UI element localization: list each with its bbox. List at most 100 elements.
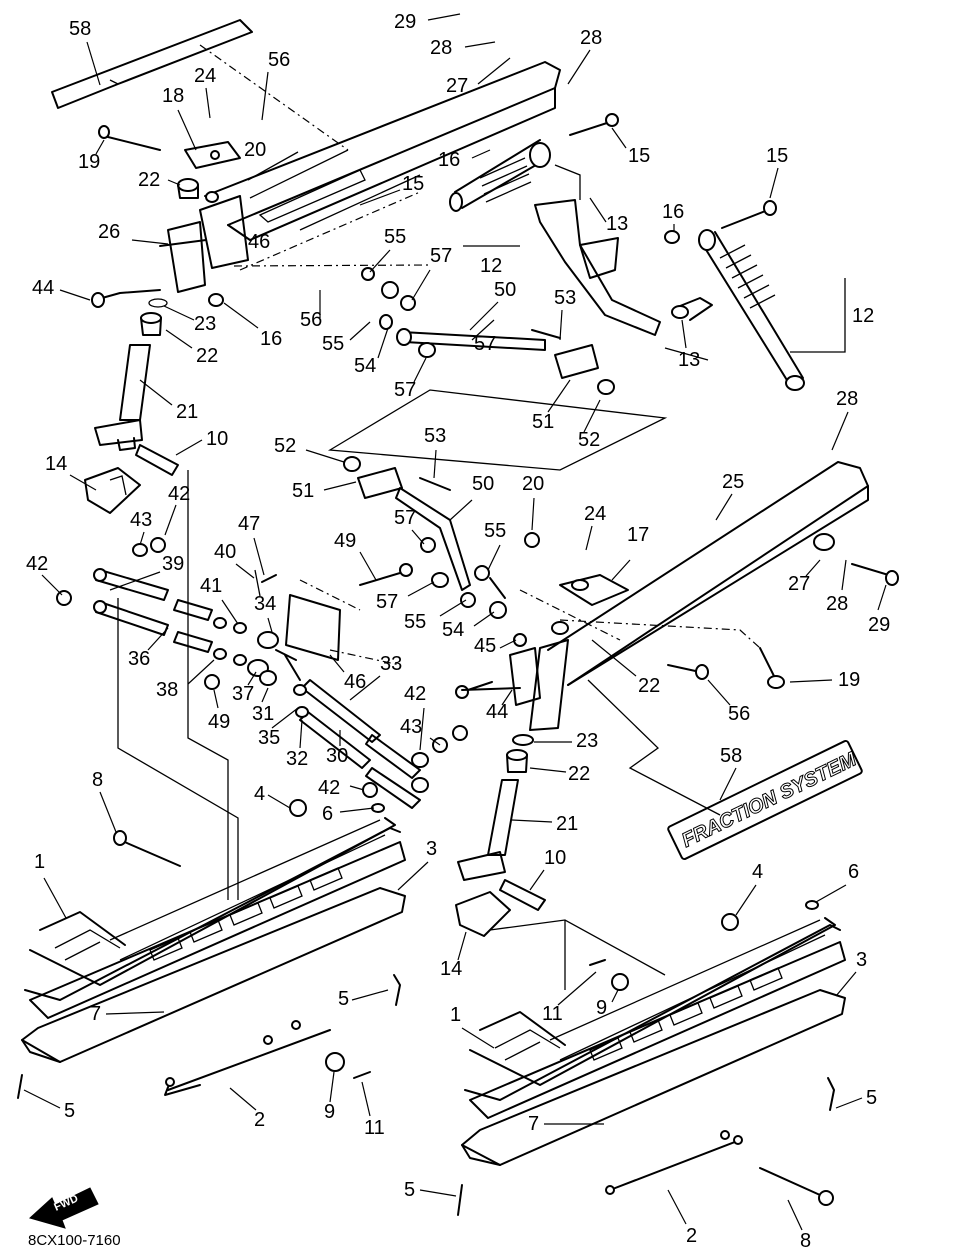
svg-text:15: 15 [402, 173, 424, 195]
svg-text:17: 17 [627, 524, 649, 546]
forward-arrow-icon: FWD [28, 1187, 99, 1229]
svg-text:23: 23 [194, 313, 216, 335]
svg-text:4: 4 [752, 861, 763, 883]
svg-text:31: 31 [252, 703, 274, 725]
svg-text:58: 58 [720, 745, 742, 767]
svg-text:54: 54 [442, 619, 464, 641]
svg-text:7: 7 [90, 1003, 101, 1025]
svg-text:14: 14 [45, 453, 67, 475]
tie-rod-upper [361, 267, 615, 395]
svg-text:56: 56 [268, 49, 290, 71]
svg-text:43: 43 [400, 716, 422, 738]
svg-text:9: 9 [596, 997, 607, 1019]
svg-text:38: 38 [156, 679, 178, 701]
shock-absorber-right [664, 200, 805, 391]
svg-text:33: 33 [380, 653, 402, 675]
svg-text:42: 42 [404, 683, 426, 705]
svg-text:56: 56 [728, 703, 750, 725]
svg-text:53: 53 [424, 425, 446, 447]
svg-text:41: 41 [200, 575, 222, 597]
svg-text:2: 2 [254, 1109, 265, 1131]
svg-text:36: 36 [128, 648, 150, 670]
svg-text:42: 42 [26, 553, 48, 575]
svg-text:20: 20 [522, 473, 544, 495]
svg-text:55: 55 [322, 333, 344, 355]
decal-strip-top [51, 19, 253, 109]
svg-text:28: 28 [430, 37, 452, 59]
svg-text:13: 13 [678, 349, 700, 371]
svg-text:50: 50 [494, 279, 516, 301]
svg-text:10: 10 [544, 847, 566, 869]
svg-text:52: 52 [578, 429, 600, 451]
svg-text:42: 42 [168, 483, 190, 505]
svg-text:34: 34 [254, 593, 276, 615]
svg-text:1: 1 [34, 851, 45, 873]
svg-text:10: 10 [206, 428, 228, 450]
svg-text:1: 1 [450, 1004, 461, 1026]
svg-text:24: 24 [194, 65, 216, 87]
steering-column-right [455, 687, 546, 937]
shock-bracket-arm [534, 199, 713, 336]
steering-column-left [84, 312, 179, 514]
emblem-decal: FRACTION SYSTEM [667, 739, 863, 861]
svg-text:9: 9 [324, 1101, 335, 1123]
svg-text:6: 6 [322, 803, 333, 825]
svg-text:29: 29 [394, 11, 416, 33]
svg-text:27: 27 [788, 573, 810, 595]
diagram-code: 8CX100-7160 [28, 1232, 121, 1247]
svg-text:3: 3 [426, 838, 437, 860]
svg-text:23: 23 [576, 730, 598, 752]
svg-text:6: 6 [848, 861, 859, 883]
svg-text:58: 58 [69, 18, 91, 40]
svg-text:8: 8 [92, 769, 103, 791]
svg-text:22: 22 [196, 345, 218, 367]
svg-text:11: 11 [542, 1003, 563, 1025]
svg-text:22: 22 [568, 763, 590, 785]
svg-text:40: 40 [214, 541, 236, 563]
svg-text:57: 57 [394, 379, 416, 401]
svg-text:57: 57 [430, 245, 452, 267]
svg-text:49: 49 [208, 711, 230, 733]
svg-text:21: 21 [176, 401, 198, 423]
svg-text:32: 32 [286, 748, 308, 770]
svg-text:28: 28 [580, 27, 602, 49]
svg-text:54: 54 [354, 355, 376, 377]
svg-text:16: 16 [662, 201, 684, 223]
svg-text:11: 11 [364, 1117, 385, 1139]
svg-text:7: 7 [528, 1113, 539, 1135]
svg-text:37: 37 [232, 683, 254, 705]
svg-text:57: 57 [376, 591, 398, 613]
svg-text:19: 19 [838, 669, 860, 691]
svg-text:53: 53 [554, 287, 576, 309]
ski-left [17, 799, 406, 1099]
svg-text:24: 24 [584, 503, 606, 525]
center-linkage [204, 563, 413, 718]
steering-bracket-left [91, 125, 241, 308]
svg-text:5: 5 [338, 988, 349, 1010]
callout-labels: 58 29 28 27 28 24 56 18 19 20 22 15 26 4… [23, 11, 890, 1247]
svg-text:2: 2 [686, 1225, 697, 1247]
shock-absorber-rear [449, 113, 619, 212]
svg-text:55: 55 [384, 226, 406, 248]
svg-text:52: 52 [274, 435, 296, 457]
svg-text:12: 12 [480, 255, 502, 277]
ski-right [457, 900, 846, 1216]
svg-text:16: 16 [260, 328, 282, 350]
svg-text:56: 56 [300, 309, 322, 331]
svg-text:20: 20 [244, 139, 266, 161]
svg-text:28: 28 [836, 388, 858, 410]
svg-text:44: 44 [486, 701, 508, 723]
svg-text:22: 22 [138, 169, 160, 191]
svg-text:44: 44 [32, 277, 54, 299]
svg-text:49: 49 [334, 530, 356, 552]
svg-text:25: 25 [722, 471, 744, 493]
svg-text:29: 29 [868, 614, 890, 636]
svg-text:14: 14 [440, 958, 462, 980]
svg-text:3: 3 [856, 949, 867, 971]
svg-text:57: 57 [394, 507, 416, 529]
svg-text:47: 47 [238, 513, 260, 535]
svg-text:27: 27 [446, 75, 468, 97]
svg-text:5: 5 [64, 1100, 75, 1122]
svg-text:4: 4 [254, 783, 265, 805]
svg-text:46: 46 [248, 231, 270, 253]
